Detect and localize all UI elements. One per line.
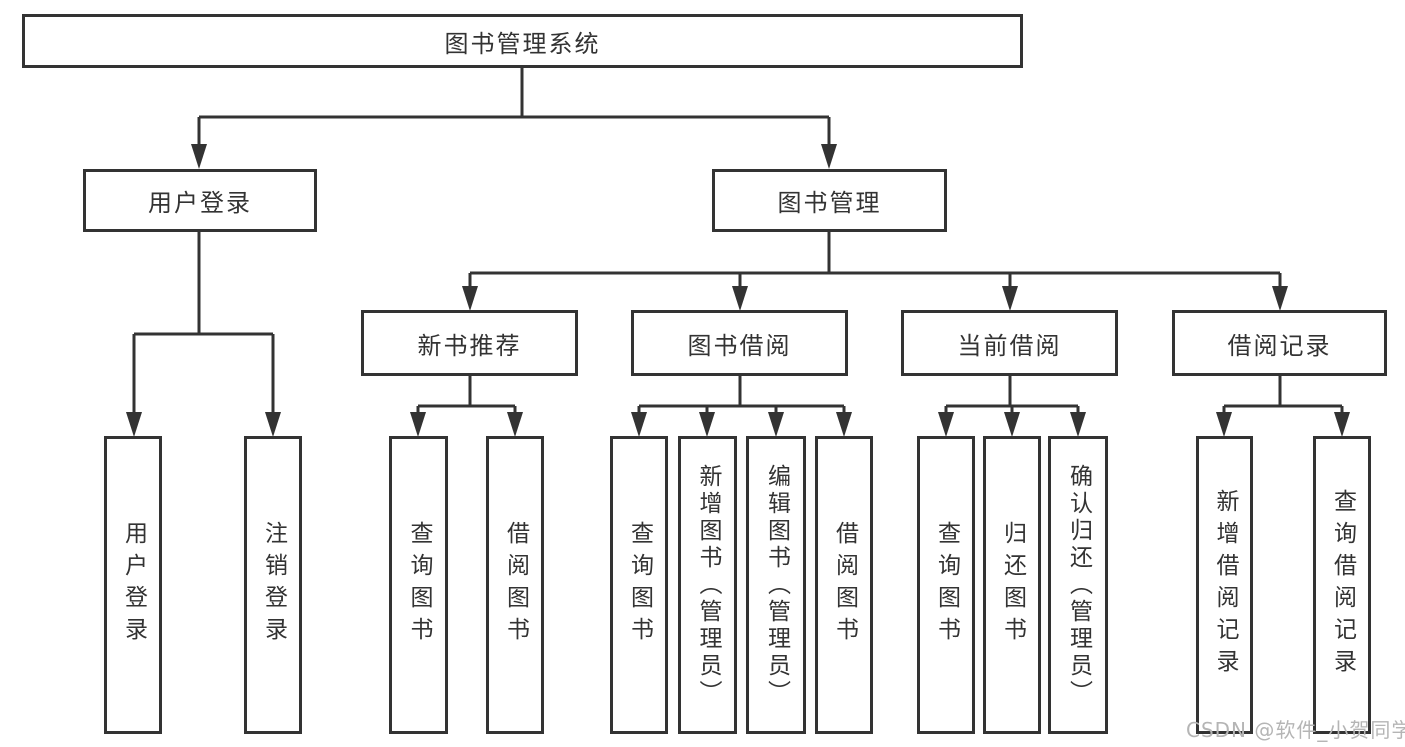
leaf-borrow-books-borrowing: 借阅图书 <box>815 436 873 734</box>
node-label: 图书管理系统 <box>444 29 601 58</box>
node-label: 查询图书 <box>933 521 960 649</box>
node-label: 当前借阅 <box>957 331 1062 360</box>
leaf-logout: 注销登录 <box>244 436 302 734</box>
node-label: 编辑图书（管理员） <box>763 463 790 707</box>
node-library-system-root: 图书管理系统 <box>22 14 1023 68</box>
node-label: 查询图书 <box>406 521 432 649</box>
leaf-query-borrow-record: 查询借阅记录 <box>1313 436 1371 734</box>
node-label: 新增图书（管理员） <box>695 463 721 707</box>
node-label: 新增借阅记录 <box>1212 489 1238 681</box>
node-label: 用户登录 <box>120 521 147 649</box>
node-label: 图书借阅 <box>687 331 792 360</box>
node-book-borrowing: 图书借阅 <box>631 310 848 376</box>
node-label: 查询借阅记录 <box>1329 489 1356 681</box>
node-user-login: 用户登录 <box>83 169 317 232</box>
node-label: 归还图书 <box>999 521 1026 649</box>
leaf-query-books-borrowing: 查询图书 <box>610 436 668 734</box>
leaf-confirm-return-admin: 确认归还（管理员） <box>1048 436 1108 734</box>
node-label: 确认归还（管理员） <box>1065 463 1092 707</box>
leaf-return-books: 归还图书 <box>983 436 1041 734</box>
node-label: 借阅图书 <box>831 521 858 649</box>
node-label: 借阅图书 <box>502 521 529 649</box>
node-new-book-recommend: 新书推荐 <box>361 310 578 376</box>
node-borrowing-records: 借阅记录 <box>1172 310 1387 376</box>
leaf-borrow-books-recommend: 借阅图书 <box>486 436 544 734</box>
leaf-edit-books-admin: 编辑图书（管理员） <box>746 436 806 734</box>
leaf-query-books-current: 查询图书 <box>917 436 975 734</box>
leaf-add-books-admin: 新增图书（管理员） <box>678 436 737 734</box>
node-label: 查询图书 <box>626 521 653 649</box>
csdn-watermark: CSDN @软件_小贺同学 <box>1186 718 1405 742</box>
node-label: 新书推荐 <box>417 331 522 360</box>
node-label: 注销登录 <box>260 521 287 649</box>
leaf-add-borrow-record: 新增借阅记录 <box>1196 436 1253 734</box>
node-label: 借阅记录 <box>1227 331 1332 360</box>
node-label: 用户登录 <box>148 189 252 217</box>
node-book-management: 图书管理 <box>712 169 947 232</box>
node-current-borrowing: 当前借阅 <box>901 310 1118 376</box>
node-label: 图书管理 <box>777 189 882 217</box>
leaf-query-books-recommend: 查询图书 <box>389 436 448 734</box>
leaf-user-login: 用户登录 <box>104 436 162 734</box>
